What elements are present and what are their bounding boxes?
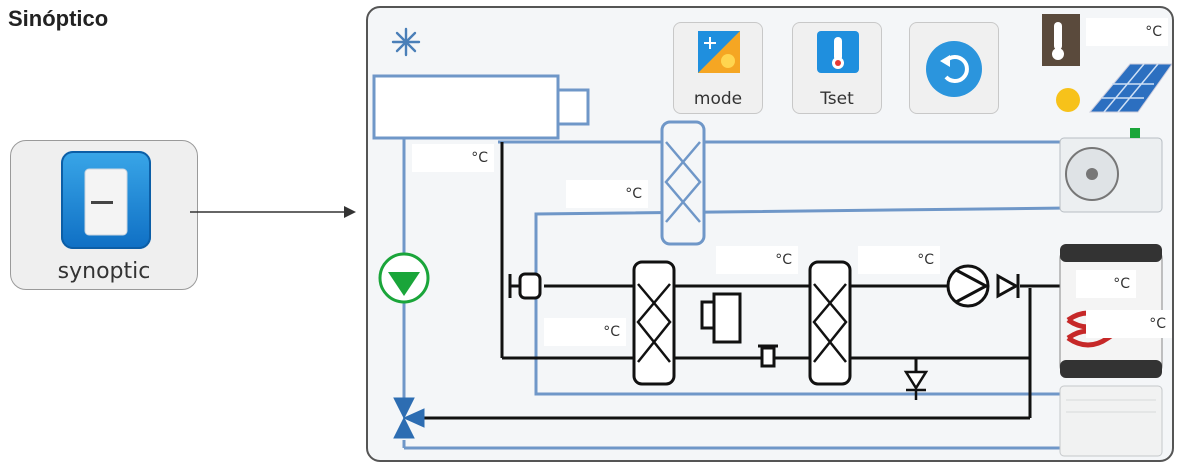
synoptic-app-icon bbox=[61, 151, 151, 249]
back-button[interactable] bbox=[909, 22, 999, 114]
water-pump-icon bbox=[378, 252, 430, 304]
expansion-valve bbox=[508, 272, 542, 300]
tank-top-temp-field: °C bbox=[1076, 270, 1136, 298]
page-title: Sinóptico bbox=[8, 6, 109, 31]
arrow-head bbox=[344, 206, 356, 218]
indoor-unit bbox=[372, 74, 560, 140]
three-way-valve-icon bbox=[393, 397, 425, 439]
mode-icon bbox=[698, 31, 740, 73]
plate-exchanger-right bbox=[808, 260, 852, 386]
back-arrow-icon bbox=[924, 39, 984, 99]
thermometer-icon bbox=[817, 31, 859, 73]
supply-temp-field: °C bbox=[412, 144, 494, 172]
refrigerant-circuit bbox=[414, 142, 1068, 420]
mode-label: mode bbox=[693, 89, 743, 109]
synoptic-app-tile[interactable]: synoptic bbox=[10, 140, 198, 290]
outdoor-temp-field: °C bbox=[1086, 18, 1168, 46]
solar-panel-icon bbox=[1056, 63, 1172, 113]
check-valve-right bbox=[996, 273, 1020, 299]
compressor bbox=[700, 292, 742, 344]
exchanger-left-temp-field: °C bbox=[544, 318, 626, 346]
tank-bottom-temp-field: °C bbox=[1086, 310, 1172, 338]
synoptic-panel: mode Tset °C °C °C °C °C °C °C °C bbox=[366, 6, 1174, 462]
snowflake-icon bbox=[391, 27, 421, 57]
mode-button[interactable]: mode bbox=[673, 22, 763, 114]
indoor-unit-tab bbox=[556, 88, 590, 126]
check-valve-bottom bbox=[903, 370, 929, 400]
exchanger-right-temp-field: °C bbox=[858, 246, 940, 274]
exchanger-mid-temp-field: °C bbox=[716, 246, 798, 274]
synoptic-app-label: synoptic bbox=[57, 259, 151, 284]
radiator-icon bbox=[1059, 385, 1163, 457]
outdoor-unit-icon bbox=[1059, 128, 1163, 213]
plate-exchanger-top bbox=[660, 120, 706, 246]
water-circuit bbox=[402, 138, 1069, 450]
thermometer-outdoor-icon bbox=[1042, 14, 1080, 66]
tset-label: Tset bbox=[820, 89, 854, 109]
circulation-pump bbox=[946, 264, 990, 308]
plate-exchanger-left bbox=[632, 260, 676, 386]
mixing-temp-field: °C bbox=[566, 180, 648, 208]
filter-drier bbox=[758, 344, 778, 368]
tset-button[interactable]: Tset bbox=[792, 22, 882, 114]
